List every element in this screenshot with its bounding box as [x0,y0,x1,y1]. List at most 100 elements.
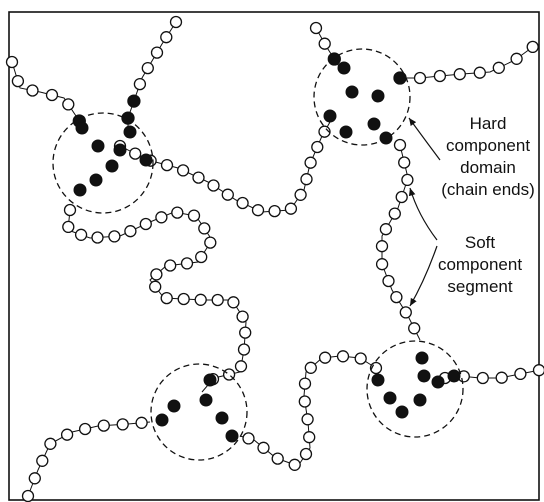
chain-tr-right [393,40,539,85]
hard-segment-bead [225,429,239,443]
soft-segment-bead [514,367,527,381]
br-hard-cluster [371,351,461,419]
soft-segment-bead [5,55,19,69]
hard-segment-bead [383,391,397,405]
soft-segment-bead [207,179,220,192]
soft-segment-bead [510,52,523,65]
hard-segment-bead [379,131,393,145]
soft-segment-bead [91,231,104,244]
soft-segment-bead [62,98,75,111]
soft-segment-bead [303,431,316,444]
soft-segment-bead [239,326,252,339]
soft-segment-bead [74,228,88,241]
hard-domain-bottom-right [366,340,464,438]
hard-segment-bead [113,143,127,157]
soft-segment-bead [129,147,142,160]
chain-br-mid [239,350,383,471]
hard-segment-bead [105,159,119,173]
soft-segment-bead [211,293,224,307]
soft-segment-bead [78,422,92,436]
soft-segment-bead [532,364,544,377]
hard-segment-bead [371,89,385,103]
hard-segment-bead [323,109,337,123]
soft-segment-bead [388,207,401,220]
soft-segment-bead [526,40,539,54]
soft-segment-bead [60,428,74,441]
soft-segment-bead [204,236,217,249]
soft-segment-bead [108,230,121,243]
chain-tl-to-top [121,15,183,134]
hard-label-line-2: component [445,136,531,155]
soft-segment-bead [311,140,324,154]
soft-segment-bead [257,441,270,454]
soft-segment-bead [300,173,313,186]
soft-segment-bead [379,223,393,236]
hard-segment-bead [167,399,181,413]
hard-segment-bead [447,369,461,383]
soft-segment-bead [97,419,110,432]
hard-segment-bead [395,405,409,419]
soft-segment-bead [401,173,414,187]
soft-segment-bead [221,188,234,201]
hard-segment-bead [393,71,407,85]
soft-segment-bead [62,220,75,234]
hard-segment-bead [127,94,141,108]
soft-segment-bead [304,156,317,169]
soft-segment-bead [164,259,177,272]
hard-segment-bead [139,153,153,167]
soft-segment-bead [28,472,41,485]
soft-segment-bead [169,15,183,29]
hard-segment-bead [413,393,427,407]
soft-segment-label: Soft component segment [420,232,540,298]
hard-label-line-3: domain [460,158,516,177]
soft-segment-bead [453,68,466,81]
soft-segment-bead [375,240,389,253]
bl-hard-cluster [155,373,239,443]
hard-segment-bead [155,413,169,427]
soft-segment-bead [336,350,350,363]
soft-segment-bead [135,416,148,429]
soft-segment-bead [382,274,395,288]
chain-bl-left [21,416,151,502]
hard-segment-bead [367,117,381,131]
hard-segment-bead [75,121,89,135]
hard-segment-bead [417,369,431,383]
soft-segment-bead [318,351,332,364]
hard-segment-bead [91,139,105,153]
hard-domain-bottom-left [150,363,248,461]
tr-hard-cluster [323,61,407,145]
soft-segment-bead [236,310,249,323]
soft-segment-bead [375,258,389,271]
soft-segment-bead [284,202,298,215]
soft-label-line-1: Soft [464,233,496,252]
soft-segment-bead [155,211,168,224]
soft-segment-bead [301,413,314,426]
soft-segment-bead [299,447,313,461]
soft-segment-bead [133,77,147,91]
soft-segment-bead [11,74,25,88]
soft-segment-bead [171,206,184,219]
soft-segment-bead [408,322,421,335]
soft-segment-bead [398,156,411,169]
hard-segment-bead [89,173,103,187]
hard-segment-bead [327,52,341,66]
hard-segment-bead [339,125,353,139]
hard-segment-bead [415,351,429,365]
soft-segment-bead [26,84,39,97]
soft-segment-bead [318,125,331,138]
soft-segment-bead [318,37,331,50]
soft-segment-bead [304,361,317,374]
soft-segment-bead [176,164,190,177]
soft-segment-bead [393,138,407,152]
soft-segment-bead [495,371,508,384]
soft-segment-bead [149,280,162,293]
soft-segment-bead [227,296,240,309]
chain-soft-segment [375,138,421,341]
soft-segment-bead [309,21,323,35]
hard-segment-bead [345,85,359,99]
soft-segment-arrow-down [409,245,438,307]
soft-segment-bead [124,225,137,238]
chain-tl-to-left [5,55,86,129]
